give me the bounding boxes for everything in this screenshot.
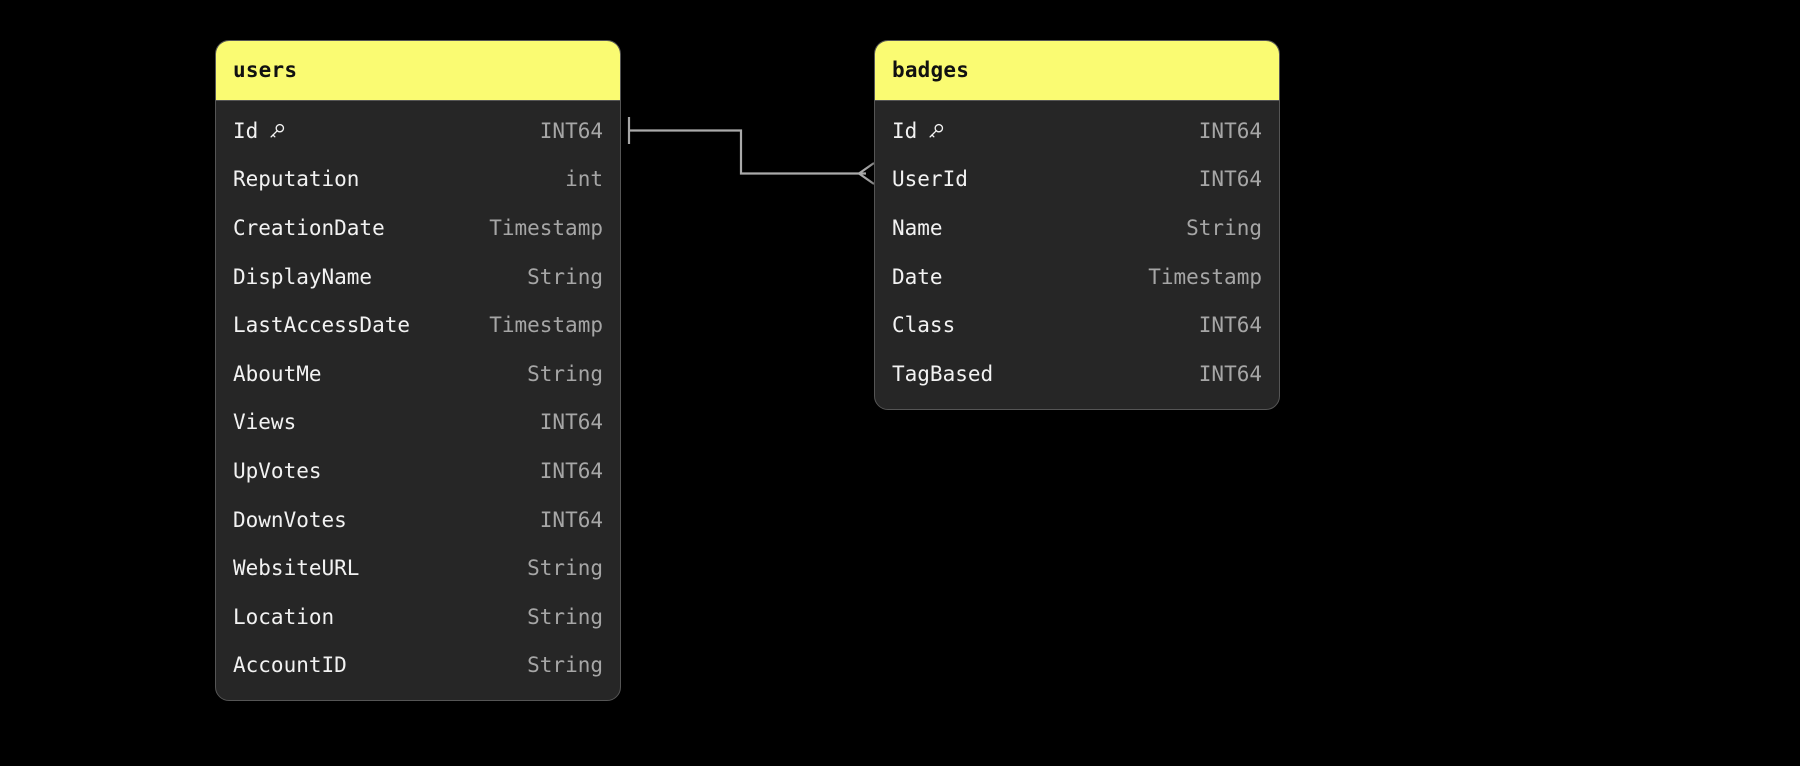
entity-title-users[interactable]: users: [216, 41, 620, 101]
field-type-cell: String: [527, 264, 603, 289]
field-name-cell: WebsiteURL: [233, 558, 359, 579]
field-name-cell: DisplayName: [233, 264, 373, 289]
key-icon: [926, 122, 945, 141]
field-type-cell: String: [527, 361, 603, 386]
field-name-cell: Name: [892, 215, 943, 240]
entity-title-badges[interactable]: badges: [875, 41, 1279, 101]
field-name-cell: Reputation: [233, 169, 359, 190]
field-type-cell: Timestamp: [489, 313, 603, 338]
field-label: WebsiteURL: [233, 556, 360, 581]
field-row[interactable]: TagBased INT64: [875, 350, 1279, 399]
field-name-cell: Views: [233, 412, 296, 433]
field-name-cell: Date: [892, 264, 943, 289]
field-name-cell: UpVotes: [233, 458, 322, 483]
field-type-cell: INT64: [539, 507, 603, 532]
field-type-cell: Timestamp: [489, 215, 603, 240]
field-name-cell: AboutMe: [233, 361, 322, 386]
field-row[interactable]: WebsiteURL String: [216, 544, 620, 593]
cardinality-many-marker: [857, 162, 875, 185]
field-name-cell: Location: [233, 604, 335, 629]
field-row[interactable]: UpVotes INT64: [216, 447, 620, 496]
field-row[interactable]: Location String: [216, 593, 620, 642]
field-type-cell: INT64: [1198, 118, 1262, 143]
field-row[interactable]: LastAccessDate Timestamp: [216, 301, 620, 350]
field-label: Id: [892, 118, 918, 143]
field-type-cell: String: [527, 653, 603, 678]
field-label: AccountID: [233, 653, 347, 678]
field-type-cell: INT64: [539, 458, 603, 483]
field-label: TagBased: [892, 361, 994, 386]
field-row[interactable]: Reputation int: [216, 156, 620, 205]
field-name-cell: UserId: [892, 169, 968, 190]
field-label: LastAccessDate: [233, 313, 411, 338]
field-label: Views: [233, 410, 297, 435]
field-type-cell: INT64: [1198, 361, 1262, 386]
field-type-cell: String: [527, 604, 603, 629]
field-type-cell: String: [527, 556, 603, 581]
field-row[interactable]: Date Timestamp: [875, 253, 1279, 302]
field-type-cell: INT64: [1198, 313, 1262, 338]
field-label: UserId: [892, 167, 968, 192]
field-type-cell: INT64: [539, 410, 603, 435]
field-name-cell: Id: [233, 118, 286, 143]
field-label: Reputation: [233, 167, 360, 192]
field-name-cell: TagBased: [892, 361, 994, 386]
field-label: Location: [233, 604, 335, 629]
field-label: DisplayName: [233, 264, 373, 289]
field-name-cell: Class: [892, 315, 955, 336]
field-name-cell: AccountID: [233, 655, 347, 676]
field-type-cell: INT64: [1198, 167, 1262, 192]
field-label: AboutMe: [233, 361, 322, 386]
field-name-cell: Id: [892, 118, 945, 143]
entity-fields-users: Id INT64 Reputation int: [216, 101, 620, 700]
field-name-cell: DownVotes: [233, 507, 347, 532]
field-name-cell: LastAccessDate: [233, 315, 410, 336]
field-row[interactable]: CreationDate Timestamp: [216, 204, 620, 253]
field-label: DownVotes: [233, 507, 347, 532]
field-type-cell: INT64: [539, 118, 603, 143]
field-row[interactable]: UserId INT64: [875, 156, 1279, 205]
field-label: Id: [233, 118, 259, 143]
field-row[interactable]: Views INT64: [216, 399, 620, 448]
field-row[interactable]: DisplayName String: [216, 253, 620, 302]
field-row[interactable]: Id INT64: [216, 107, 620, 156]
key-icon: [267, 122, 286, 141]
field-type-cell: int: [565, 167, 603, 192]
entity-card-users[interactable]: users Id INT64 Reputatio: [215, 40, 621, 702]
field-label: Name: [892, 215, 943, 240]
field-row[interactable]: Name String: [875, 204, 1279, 253]
field-type-cell: Timestamp: [1148, 264, 1262, 289]
relationship-line: [629, 129, 866, 175]
field-row[interactable]: DownVotes INT64: [216, 496, 620, 545]
field-row[interactable]: Class INT64: [875, 301, 1279, 350]
field-row[interactable]: AboutMe String: [216, 350, 620, 399]
field-label: Date: [892, 264, 943, 289]
field-label: UpVotes: [233, 458, 322, 483]
field-label: Class: [892, 313, 956, 338]
field-row[interactable]: AccountID String: [216, 642, 620, 691]
entity-card-badges[interactable]: badges Id INT64 UserId: [874, 40, 1280, 410]
entity-fields-badges: Id INT64 UserId INT64: [875, 101, 1279, 409]
field-name-cell: CreationDate: [233, 215, 385, 240]
field-label: CreationDate: [233, 215, 385, 240]
field-row[interactable]: Id INT64: [875, 107, 1279, 156]
field-type-cell: String: [1186, 215, 1262, 240]
